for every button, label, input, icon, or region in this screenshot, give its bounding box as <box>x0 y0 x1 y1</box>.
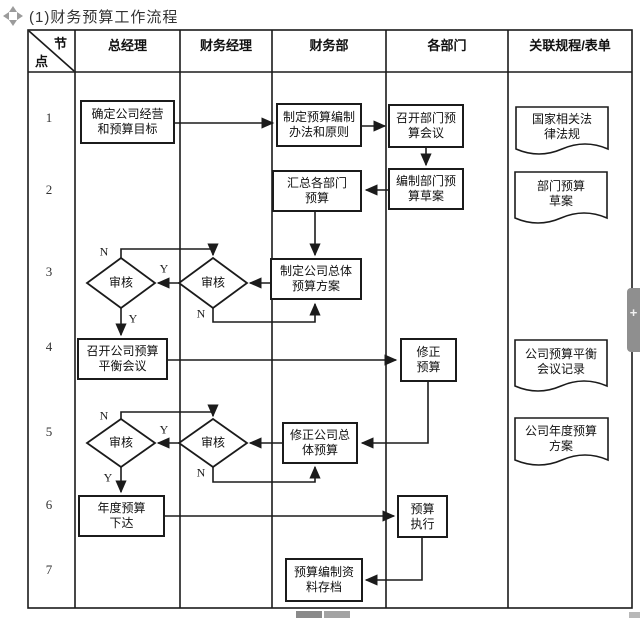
dept-budget-meeting-box: 召开部门预 算会议 <box>388 104 464 148</box>
watermark-fragment <box>629 612 640 618</box>
revise-budget-box: 修正 预算 <box>400 338 457 382</box>
node-number-3: 3 <box>45 264 53 279</box>
budget-execution-box: 预算 执行 <box>397 495 448 538</box>
label-no: N <box>196 306 206 321</box>
overall-budget-plan-box: 制定公司总体 预算方案 <box>270 258 362 300</box>
label-no: N <box>99 408 109 423</box>
revise-overall-budget-box: 修正公司总 体预算 <box>282 422 358 464</box>
flow-arrows <box>115 117 432 586</box>
review-label-fm-2: 审核 <box>200 435 226 450</box>
node-number-4: 4 <box>45 339 53 354</box>
label-yes: Y <box>128 311 138 326</box>
decision-diamonds <box>85 256 249 469</box>
document-shapes <box>514 106 609 466</box>
document-shape-annual-plan <box>514 417 609 466</box>
label-yes: Y <box>159 261 169 276</box>
label-no: N <box>196 465 206 480</box>
node-header-diagonal <box>28 30 75 72</box>
issue-annual-budget-box: 年度预算 下达 <box>78 495 165 537</box>
column-header-general-manager: 总经理 <box>107 38 147 53</box>
document-shape-meeting-record <box>514 339 608 392</box>
column-header-departments: 各部门 <box>427 38 467 53</box>
label-yes: Y <box>103 470 113 485</box>
node-number-7: 7 <box>45 562 53 577</box>
balance-meeting-box: 召开公司预算 平衡会议 <box>77 338 168 380</box>
label-no: N <box>99 244 109 259</box>
node-header-bottom: 点 <box>35 54 49 69</box>
draft-dept-budget-box: 编制部门预 算草案 <box>388 168 464 210</box>
node-number-6: 6 <box>45 497 53 512</box>
node-header-top: 节 <box>54 36 68 51</box>
side-expand-tab[interactable]: + <box>627 288 640 352</box>
document-shape-laws <box>515 106 609 155</box>
column-header-finance-manager: 财务经理 <box>199 38 252 53</box>
node-number-1: 1 <box>45 110 53 125</box>
page-title: (1)财务预算工作流程 <box>29 9 179 26</box>
watermark-fragment <box>296 611 322 618</box>
doc-label-laws: 国家相关法 律法规 <box>531 112 593 141</box>
doc-label-dept-draft: 部门预算 草案 <box>536 179 586 208</box>
label-yes: Y <box>159 422 169 437</box>
review-label-fm-1: 审核 <box>200 275 226 290</box>
budget-method-box: 制定预算编制 办法和原则 <box>276 103 362 147</box>
determine-targets-box: 确定公司经营 和预算目标 <box>80 100 175 144</box>
consolidate-budgets-box: 汇总各部门 预算 <box>272 170 362 212</box>
column-header-finance-dept: 财务部 <box>309 38 349 53</box>
review-label-gm-1: 审核 <box>108 275 134 290</box>
node-number-2: 2 <box>45 182 53 197</box>
doc-label-meeting-record: 公司预算平衡 会议记录 <box>524 347 598 376</box>
node-number-5: 5 <box>45 424 53 439</box>
watermark-fragment <box>324 611 350 618</box>
plus-icon: + <box>629 305 638 320</box>
doc-label-annual-plan: 公司年度预算 方案 <box>524 424 598 453</box>
move-arrows-icon <box>3 6 23 26</box>
review-label-gm-2: 审核 <box>108 435 134 450</box>
document-shape-dept-draft <box>514 171 608 224</box>
archive-box: 预算编制资 料存档 <box>285 558 363 602</box>
column-header-related-forms: 关联规程/表单 <box>529 38 611 53</box>
